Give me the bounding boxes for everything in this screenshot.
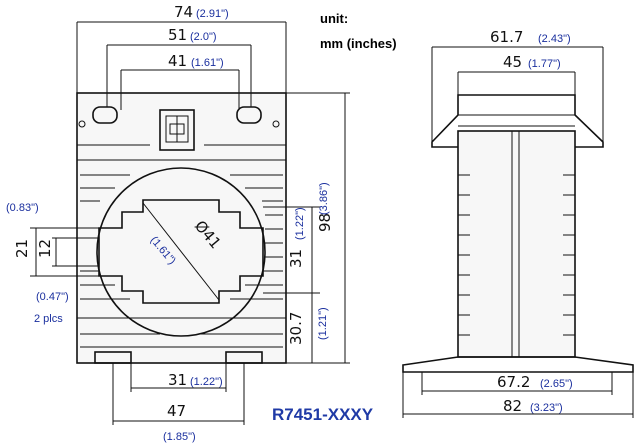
side-ribs bbox=[458, 174, 575, 336]
side-body bbox=[457, 130, 576, 358]
dim-slot-21: 21 bbox=[13, 239, 31, 258]
body-ribs bbox=[77, 144, 286, 348]
dim-inner-45-inch: (1.77") bbox=[528, 58, 561, 70]
side-dimension-lines bbox=[402, 46, 634, 418]
part-number: R7451-XXXY bbox=[272, 405, 374, 424]
dim-base-67-2-inch: (2.65") bbox=[540, 378, 573, 390]
dim-base-67-2: 67.2 bbox=[497, 373, 530, 391]
dimension-lines bbox=[30, 21, 350, 425]
dim-base-30-7: 30.7 bbox=[287, 312, 305, 345]
front-view: 74 (2.91") 51 (2.0") 41 (1.61") 98 (3.86… bbox=[6, 3, 350, 443]
dim-foot-spacing-31-inch: (1.22") bbox=[190, 376, 223, 388]
dim-base-82: 82 bbox=[503, 397, 522, 415]
dim-top-61-7: 61.7 bbox=[490, 28, 523, 46]
dim-width-74-inch: (2.91") bbox=[196, 8, 229, 20]
dim-width-41-inch: (1.61") bbox=[191, 57, 224, 69]
dim-foot-width-47: 47 bbox=[167, 402, 186, 420]
dim-slot-count: 2 plcs bbox=[34, 313, 63, 325]
window-opening bbox=[98, 199, 264, 304]
dim-foot-spacing-31: 31 bbox=[168, 371, 187, 389]
dim-base-82-inch: (3.23") bbox=[530, 402, 563, 414]
unit-label-line1: unit: bbox=[320, 11, 348, 26]
hole-left bbox=[78, 120, 86, 128]
side-base bbox=[402, 356, 634, 373]
dim-width-41: 41 bbox=[168, 52, 187, 70]
hole-right bbox=[272, 120, 280, 128]
dim-slot-12: 12 bbox=[36, 239, 54, 258]
terminal bbox=[159, 109, 195, 151]
dim-window-31: 31 bbox=[287, 249, 305, 268]
mounting-slot-right bbox=[236, 106, 262, 124]
unit-label-line2: mm (inches) bbox=[320, 36, 397, 51]
window-outer-ring bbox=[96, 167, 266, 337]
dim-width-51: 51 bbox=[168, 26, 187, 44]
dim-inner-45: 45 bbox=[503, 53, 522, 71]
mounting-slot-left bbox=[92, 106, 118, 124]
dim-slot-inch-top: (0.83") bbox=[6, 202, 39, 214]
side-view: 61.7 (2.43") 45 (1.77") 67.2 (2.65") 82 … bbox=[402, 28, 634, 418]
dim-window-31-inch: (1.22") bbox=[294, 207, 306, 240]
dim-top-61-7-inch: (2.43") bbox=[538, 33, 571, 45]
dim-width-51-inch: (2.0") bbox=[190, 31, 217, 43]
dim-height-98-inch: (3.86") bbox=[318, 182, 330, 215]
dim-base-30-7-inch: (1.21") bbox=[317, 307, 329, 340]
dim-foot-width-47-inch: (1.85") bbox=[163, 431, 196, 443]
dim-slot-inch-bottom: (0.47") bbox=[36, 291, 69, 303]
dim-width-74: 74 bbox=[174, 3, 193, 21]
dim-height-98: 98 bbox=[316, 213, 334, 232]
